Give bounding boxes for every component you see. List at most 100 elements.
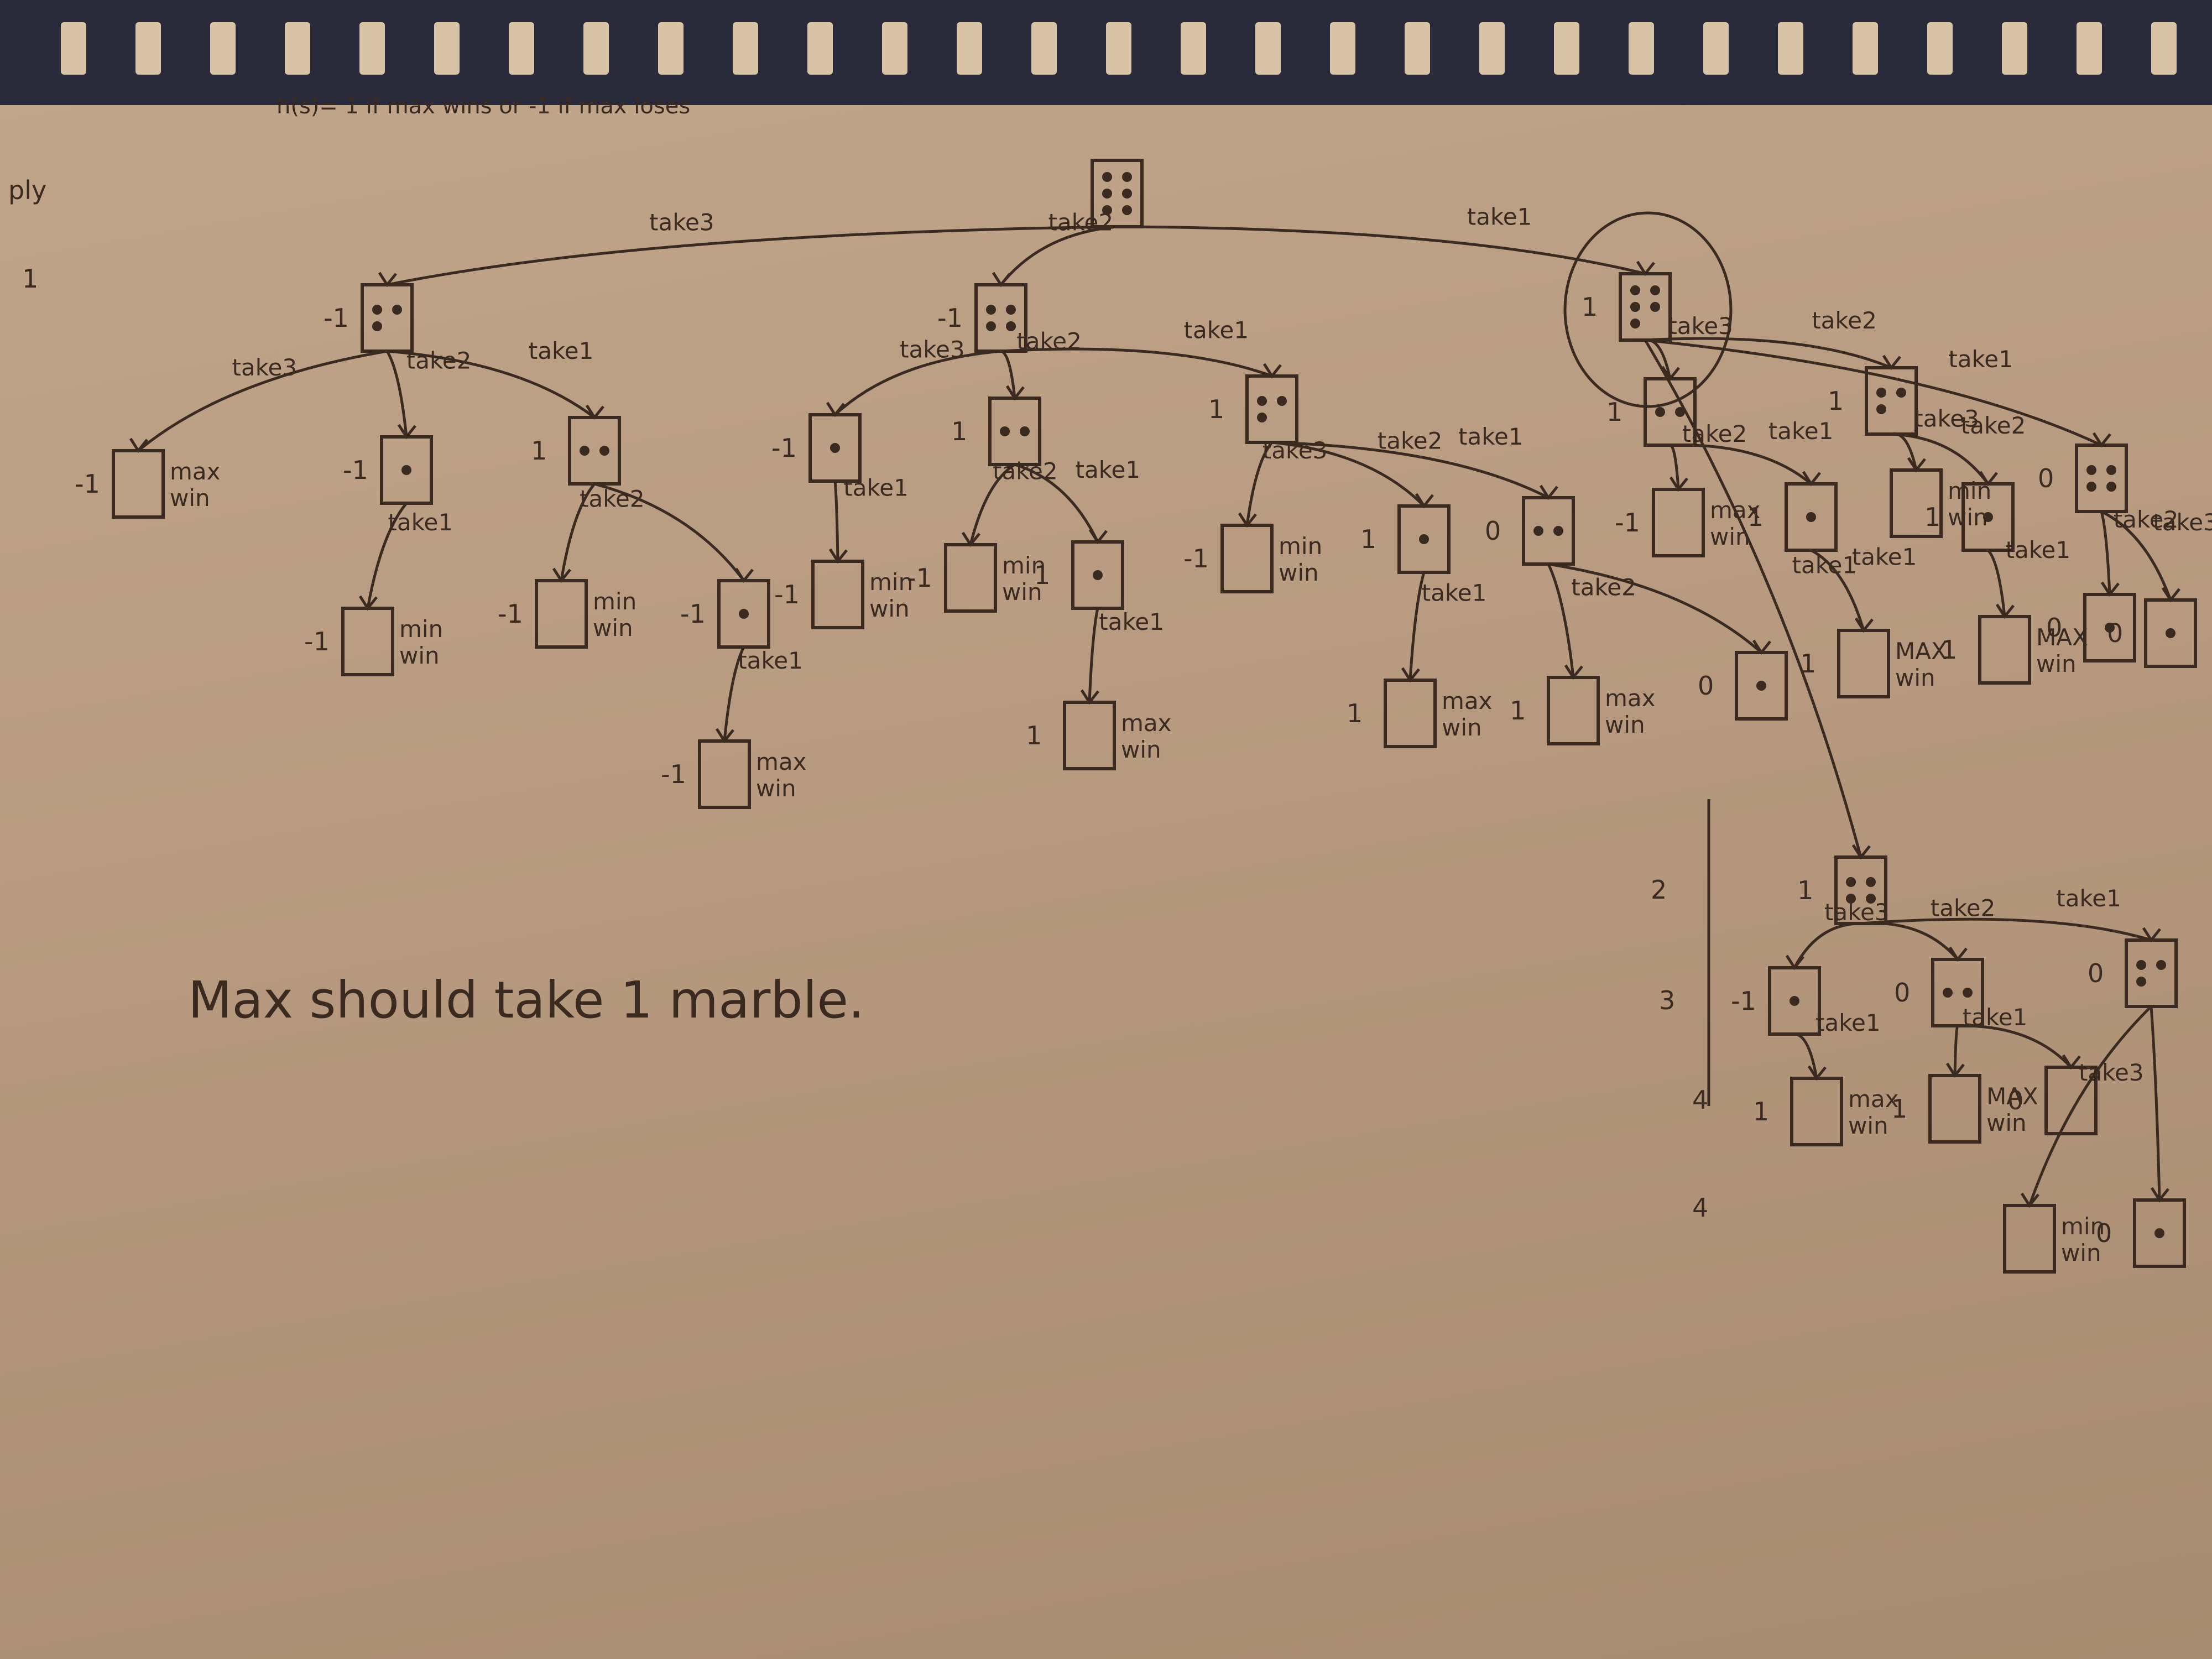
- marble: [2136, 977, 2146, 987]
- marble: [1630, 285, 1640, 295]
- marble: [372, 305, 382, 315]
- edge-label: take2: [1571, 574, 1636, 601]
- binding-hole: [807, 22, 833, 75]
- marble-box: [946, 545, 995, 611]
- edge-label: take2: [1931, 895, 1996, 922]
- edge-label: take1: [843, 474, 909, 502]
- arrowhead: [1809, 1066, 1825, 1078]
- edge-label: take1: [529, 337, 594, 364]
- binding-hole: [1330, 22, 1355, 75]
- binding-hole: [1554, 22, 1579, 75]
- marble: [1093, 570, 1103, 580]
- marble-box-a3: 1: [531, 418, 619, 484]
- edge-label: take1: [1768, 418, 1834, 445]
- marble-box: [1653, 489, 1703, 556]
- edge-b22-b221: [1089, 608, 1098, 702]
- node-result: win: [1442, 714, 1482, 741]
- binding-hole: [1778, 22, 1803, 75]
- node-result: min: [1279, 533, 1322, 560]
- marble: [1102, 172, 1112, 182]
- binding-hole: [1181, 22, 1206, 75]
- marble-box: [1980, 617, 2030, 683]
- marble: [2086, 482, 2096, 492]
- edge-label: take1: [738, 647, 803, 674]
- binding-hole: [2077, 22, 2102, 75]
- arrowhead: [993, 273, 1010, 285]
- node-score: 0: [2096, 1218, 2112, 1248]
- marble: [1277, 396, 1287, 406]
- edge-c1-c12: [1670, 445, 1811, 484]
- node-result: win: [1948, 504, 1988, 531]
- marble-box-c11: -1maxwin: [1615, 489, 1761, 556]
- binding-hole: [285, 22, 310, 75]
- marble-box: [990, 398, 1040, 465]
- marble-box-a21: -1minwin: [304, 608, 443, 675]
- node-score: -1: [774, 580, 800, 609]
- arrowhead: [1090, 530, 1107, 542]
- marble-box-b22: 1: [1034, 542, 1123, 608]
- marble: [1866, 877, 1876, 887]
- header-note: h(s)= 1 if max wins or -1 if max loses: [276, 93, 690, 119]
- node-result: min: [399, 615, 443, 643]
- binding-hole: [135, 22, 161, 75]
- marble: [1122, 172, 1132, 182]
- marble-box: [1524, 498, 1573, 564]
- binding-hole: [1031, 22, 1057, 75]
- node-result: win: [1605, 711, 1645, 738]
- edge-c22-c221: [1988, 550, 2005, 617]
- marble-box: [343, 608, 393, 675]
- tree-edges: take3take2take1take3take2take1take1take2…: [131, 204, 2212, 1206]
- marble: [372, 321, 382, 331]
- marble: [1257, 413, 1267, 422]
- marble: [2106, 482, 2116, 492]
- marble: [2086, 465, 2096, 475]
- marble: [2156, 960, 2166, 970]
- binding-holes: [61, 22, 2177, 75]
- marble-box: [1548, 677, 1598, 744]
- marble: [392, 305, 402, 315]
- binding-hole: [1703, 22, 1729, 75]
- arrowhead: [1416, 494, 1433, 506]
- marble-box-c2: 1: [1828, 368, 1916, 434]
- binding-hole: [434, 22, 460, 75]
- binding-hole: [61, 22, 86, 75]
- marble-box-c121: 1MAXwin: [1800, 630, 1947, 697]
- edge-a-a2: [387, 351, 406, 437]
- node-result: max: [1605, 685, 1656, 712]
- edge-label: take1: [1076, 456, 1141, 483]
- marble-box-d1: -1: [1731, 968, 1819, 1034]
- conclusion-text: Max should take 1 marble.: [188, 971, 864, 1030]
- marble: [1790, 996, 1799, 1006]
- node-score: -1: [771, 433, 797, 463]
- edge-label: take1: [1815, 1009, 1881, 1036]
- marble-box-a2: -1: [343, 437, 431, 503]
- node-score: 0: [1485, 516, 1501, 546]
- edge-d-d2: [1861, 923, 1958, 959]
- binding-hole: [957, 22, 982, 75]
- marble-box-d3: 0: [2088, 940, 2176, 1006]
- node-score: 1: [1797, 875, 1813, 905]
- node-score: -1: [1183, 544, 1209, 573]
- edge-label: take3: [649, 209, 714, 236]
- arrowhead: [2063, 1055, 2080, 1067]
- marble: [1102, 205, 1112, 215]
- edge-label: take3: [232, 354, 298, 381]
- node-result: max: [756, 748, 807, 775]
- edge-label: take3: [1668, 312, 1733, 340]
- node-score: -1: [1731, 986, 1756, 1016]
- node-score: 1: [1941, 635, 1957, 665]
- node-result: min: [1948, 477, 1991, 504]
- marble: [1846, 894, 1856, 904]
- marble: [1257, 396, 1267, 406]
- marble: [1943, 988, 1953, 998]
- arrowhead: [587, 405, 603, 418]
- marble: [1866, 894, 1876, 904]
- marble: [1983, 512, 1993, 522]
- ply-label: 3: [1659, 985, 1675, 1015]
- edge-d2-d22: [1958, 1026, 2071, 1067]
- node-result: win: [1710, 523, 1750, 550]
- node-score: 1: [1924, 502, 1940, 532]
- node-score: -1: [75, 469, 100, 499]
